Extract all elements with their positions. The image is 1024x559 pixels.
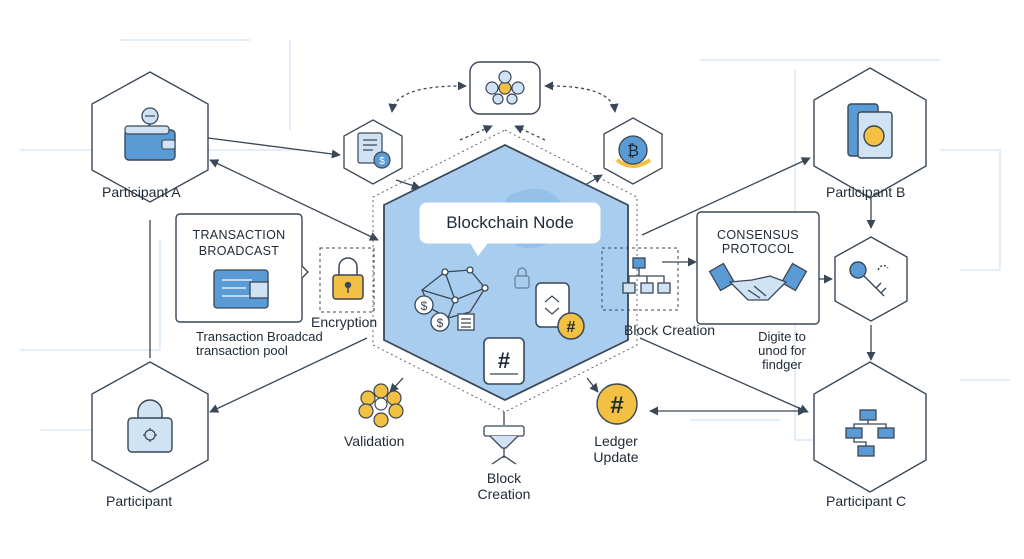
flowchart-icon (845, 409, 895, 457)
ledger-tablet-icon (483, 337, 525, 385)
network-icon (414, 266, 489, 332)
block-creation-right-label: Block Creation (624, 322, 716, 338)
secure-vault-icon (127, 399, 173, 453)
consensus-protocol-sub-2: unod for (758, 343, 806, 358)
dollar-glyph-2: $ (437, 316, 444, 330)
consensus-protocol-sub-1: Digite to (758, 329, 806, 344)
participant-c-node (813, 361, 927, 493)
faint-padlock-icon (514, 267, 530, 289)
participant-d-label: Participant (106, 493, 173, 509)
smartphone-icon (535, 282, 585, 340)
participant-d-node (91, 361, 209, 493)
document-stack-icon (357, 132, 391, 169)
ledger-update-label-1: Ledger (594, 433, 638, 449)
validation-coins-icon (358, 383, 404, 428)
participant-a-node (91, 71, 209, 203)
block-press-icon (483, 425, 525, 465)
participant-c-label: Participant C (826, 493, 907, 509)
transaction-broadcast-title-2: BROADCAST (198, 244, 280, 258)
tree-blocks-icon (622, 257, 671, 294)
key-node (834, 236, 908, 322)
hand-document-icon (213, 269, 269, 309)
hash-glyph-tablet: # (498, 348, 510, 373)
consensus-protocol-box (696, 211, 820, 325)
transaction-broadcast-sub-1: Transaction Broadcad (196, 329, 323, 344)
consensus-protocol-title-1: CONSENSUS (717, 228, 799, 242)
dollar-glyph-3: $ (379, 156, 385, 167)
participant-b-label: Participant B (826, 184, 906, 200)
encryption-label: Encryption (311, 314, 378, 330)
transaction-broadcast-sub-2: transaction pool (196, 343, 288, 358)
participant-a-label: Participant A (102, 184, 181, 200)
dashed-connectors (388, 81, 619, 141)
ledger-update-label-2: Update (593, 449, 639, 465)
consensus-protocol-sub-3: findger (762, 357, 802, 372)
bitcoin-coin-icon (615, 135, 652, 168)
bitcoin-node (603, 117, 663, 185)
block-creation-box (601, 247, 679, 311)
transaction-broadcast-box (175, 213, 309, 323)
central-node (372, 129, 638, 413)
coin-network-icon (485, 70, 525, 105)
bitcoin-glyph: ₿ (627, 141, 639, 160)
padlock-icon (332, 257, 364, 300)
top-hub-node (469, 61, 541, 115)
document-coin-node (343, 119, 403, 185)
phone-card-icon (847, 103, 893, 159)
central-node-title: Blockchain Node (446, 213, 574, 232)
dollar-glyph-1: $ (421, 299, 428, 313)
participant-b-node (813, 67, 927, 199)
wallet-icon (124, 107, 176, 161)
hash-glyph-ledger: # (610, 392, 623, 419)
block-creation-bottom-label-2: Creation (477, 486, 531, 502)
validation-label: Validation (344, 433, 405, 449)
handshake-icon (708, 262, 808, 301)
encryption-box (319, 247, 375, 313)
ledger-update-coin-icon (596, 383, 638, 425)
transaction-broadcast-title-1: TRANSACTION (192, 228, 286, 242)
key-icon (849, 261, 889, 297)
block-creation-bottom-label-1: Block (486, 470, 522, 486)
consensus-protocol-title-2: PROTOCOL (721, 242, 795, 256)
hash-glyph-phone: # (567, 319, 576, 336)
